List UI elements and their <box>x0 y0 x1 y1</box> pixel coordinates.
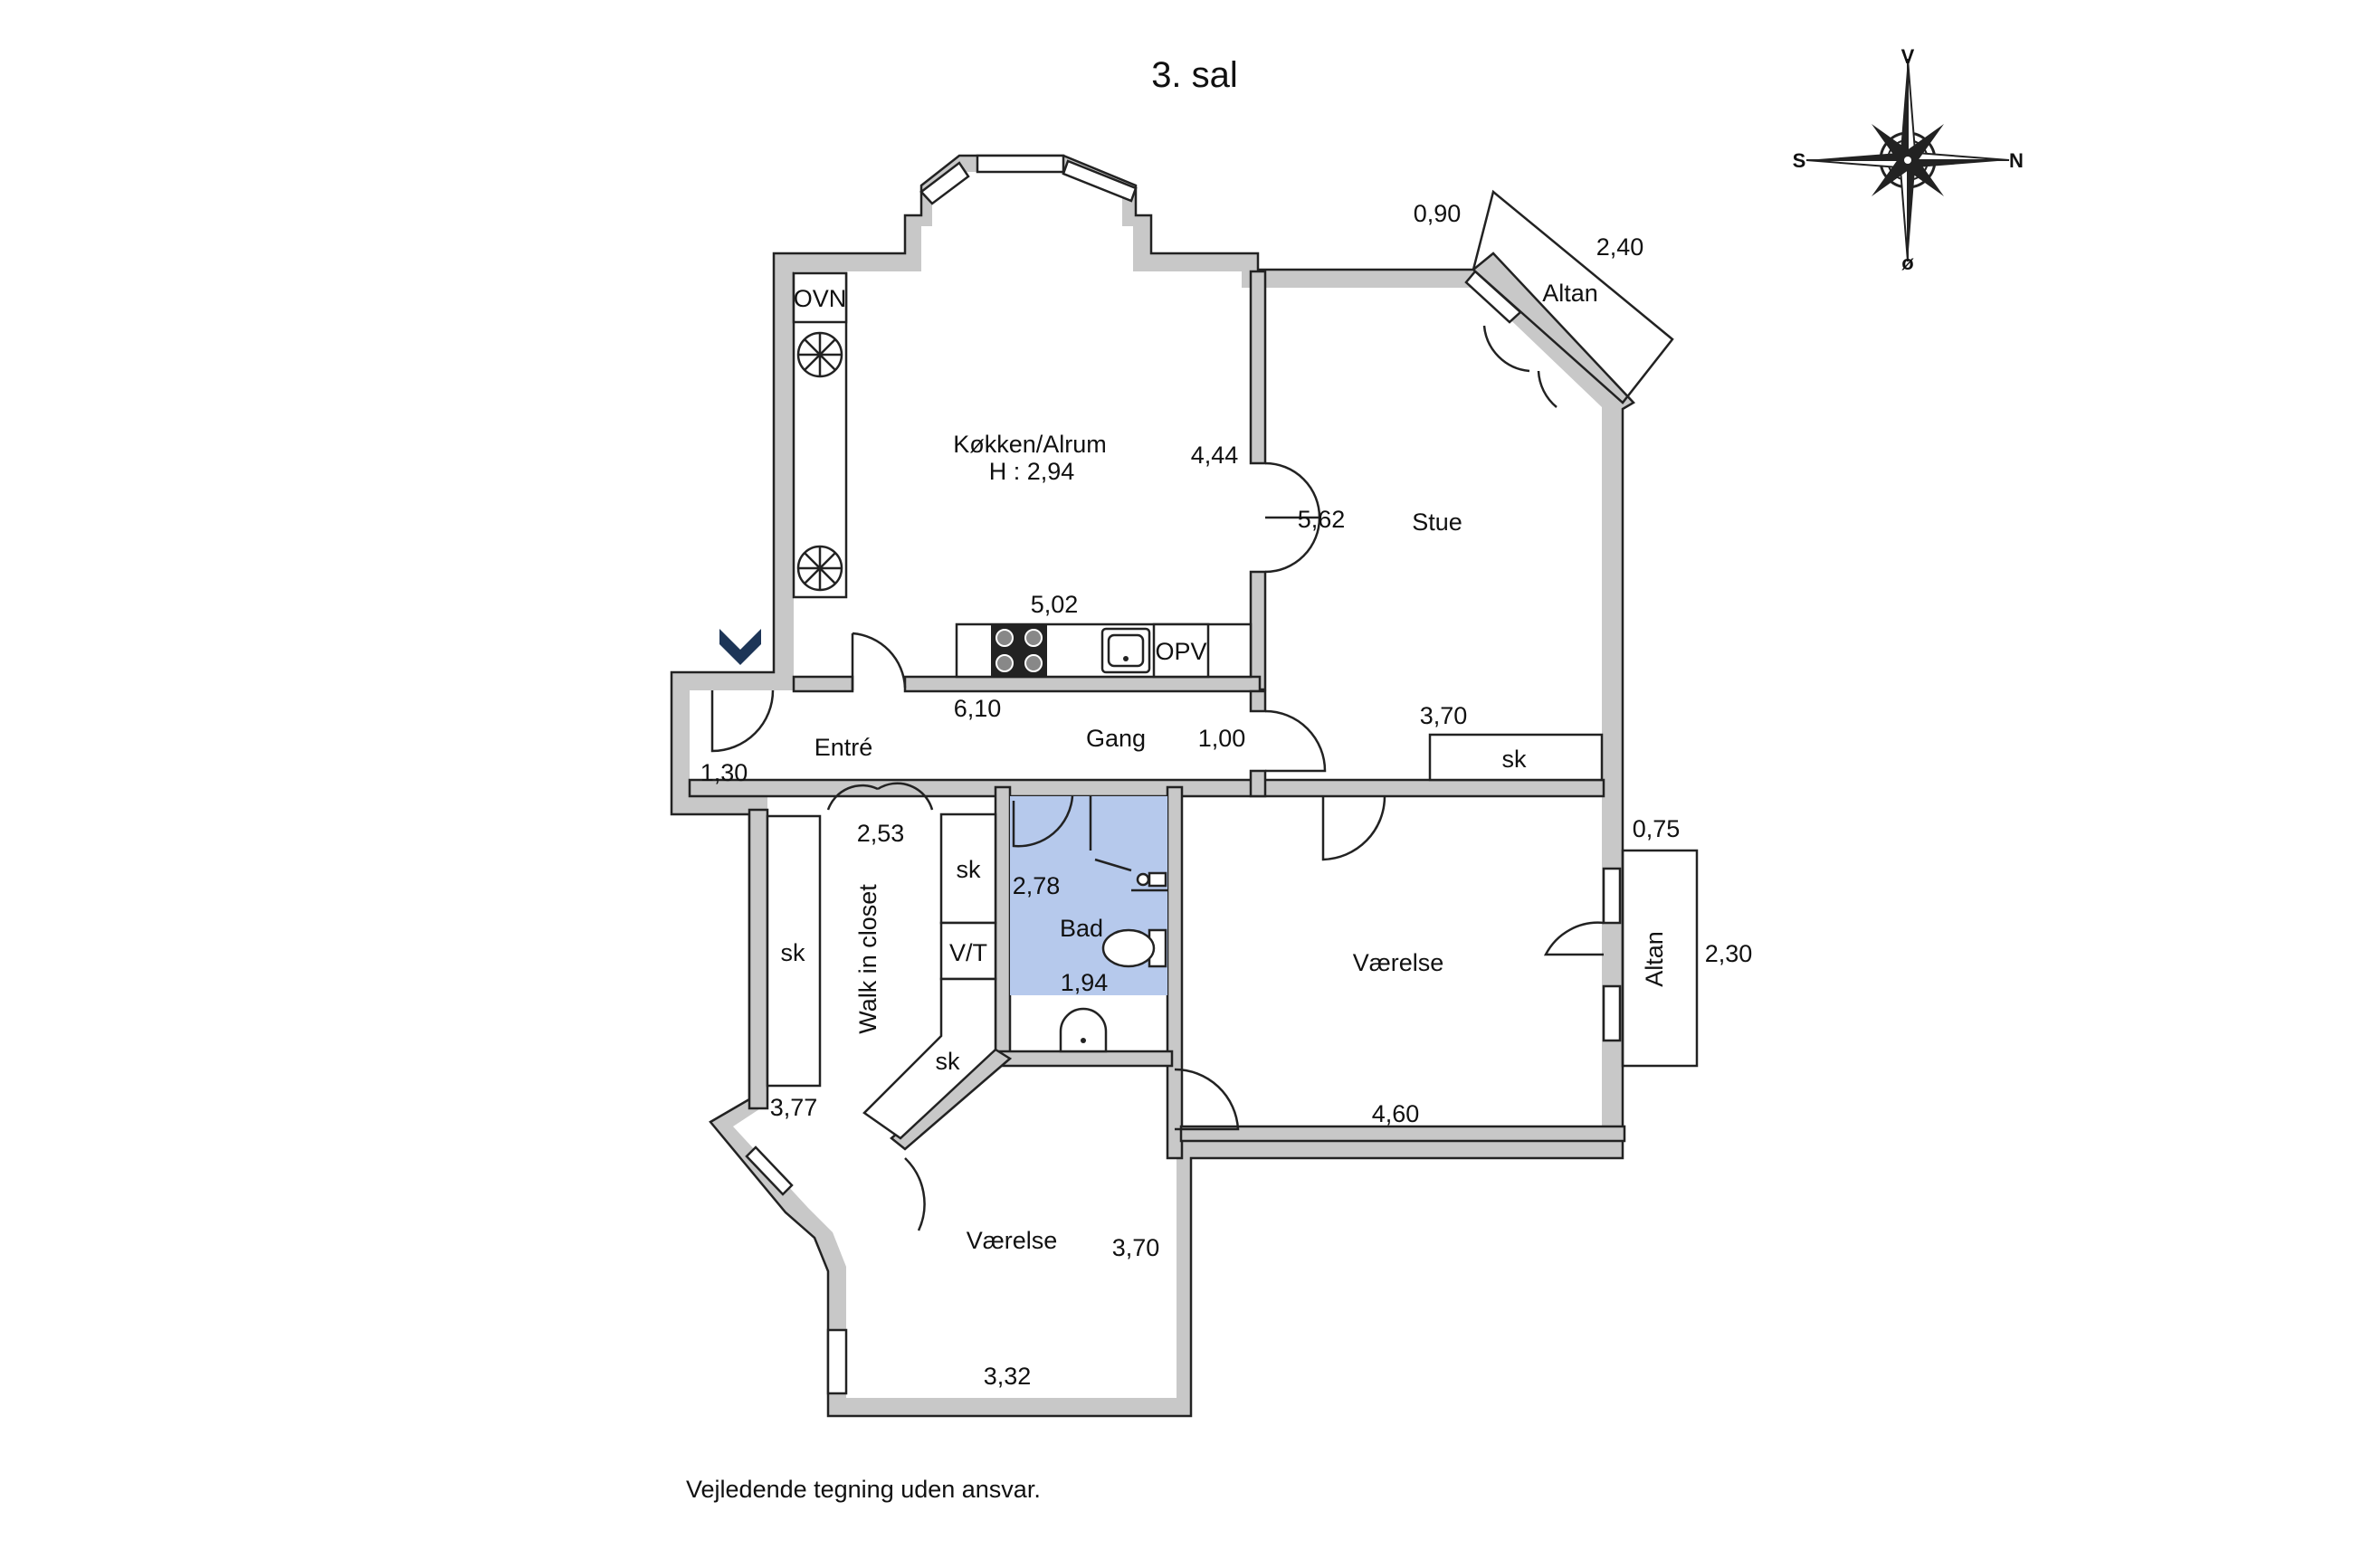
dim-bad-w: 1,94 <box>1061 969 1109 996</box>
dim-bad-h: 2,78 <box>1013 872 1061 899</box>
balconies <box>1472 189 1699 1068</box>
shower-valve-icon <box>1136 871 1167 888</box>
fixture-label-sk-hall: sk <box>957 856 982 883</box>
interior-walls <box>688 270 1626 1160</box>
bathroom-fixtures <box>1059 871 1167 1053</box>
doors <box>710 325 1605 1231</box>
dim-gang-d: 1,00 <box>1198 725 1246 752</box>
fixture-label-opv: OPV <box>1155 638 1206 665</box>
room-label-vaerelse-bottom: Værelse <box>967 1227 1058 1254</box>
dim-gang-w: 6,10 <box>954 695 1002 722</box>
dim-stue-w: 3,70 <box>1420 702 1468 729</box>
dim-vaerelse-bottom-w: 3,32 <box>984 1363 1032 1390</box>
fixture-label-sk-stue: sk <box>1502 746 1528 773</box>
toilet-icon <box>1101 928 1167 968</box>
room-label-altan-right: Altan <box>1641 931 1668 987</box>
dim-vaerelse-bottom-h: 3,70 <box>1112 1234 1160 1261</box>
room-label-vaerelse-right: Værelse <box>1353 949 1444 976</box>
room-label-kitchen: Køkken/Alrum <box>953 431 1107 458</box>
room-label-altan-top: Altan <box>1542 280 1598 307</box>
dim-vaerelse-right-w: 4,60 <box>1372 1100 1420 1127</box>
cooktop-icon <box>991 624 1047 677</box>
dim-altan-right-l: 2,30 <box>1705 940 1753 967</box>
room-label-gang: Gang <box>1086 725 1146 752</box>
fixture-label-ovn: OVN <box>794 285 847 312</box>
dim-closet-w: 2,53 <box>857 820 905 847</box>
page-title: 3. sal <box>1151 55 1238 95</box>
dim-altan-top-w: 0,90 <box>1414 200 1462 227</box>
compass-west-letter: S <box>1793 149 1806 172</box>
washbasin-icon <box>1059 1007 1108 1053</box>
dim-altan-right-w: 0,75 <box>1633 815 1681 842</box>
dim-entre-w: 1,30 <box>700 759 748 786</box>
room-label-walkin: Walk in closet <box>854 884 881 1034</box>
fixture-label-sk-closet-left: sk <box>781 939 806 966</box>
storage-fixtures <box>766 733 1604 1140</box>
compass-north-letter: V <box>1901 45 1915 68</box>
dim-kitchen-w: 5,02 <box>1031 591 1079 618</box>
windows <box>745 154 1622 1395</box>
dim-kitchen-h: 4,44 <box>1191 442 1239 469</box>
room-label-stue: Stue <box>1412 508 1462 536</box>
altan-top-outline <box>1472 189 1674 404</box>
entrance-marker-icon <box>719 629 761 665</box>
dim-stue-h: 5,62 <box>1298 506 1346 533</box>
kitchen-fixtures <box>792 271 1253 679</box>
room-label-entre: Entré <box>814 734 873 761</box>
room-label-bad: Bad <box>1060 915 1103 942</box>
ventilator-icon-2 <box>796 545 843 592</box>
ventilator-icon <box>796 331 843 378</box>
disclaimer-text: Vejledende tegning uden ansvar. <box>686 1476 1041 1503</box>
sink-icon <box>1100 627 1151 674</box>
dim-altan-top-l: 2,40 <box>1596 233 1644 261</box>
dim-closet-h: 3,77 <box>770 1094 818 1121</box>
room-label-kitchen-height: H : 2,94 <box>989 458 1075 485</box>
compass-east-letter: N <box>2009 149 2024 172</box>
altan-right-outline <box>1621 849 1699 1068</box>
compass-rose-icon <box>1805 58 2010 262</box>
fixture-label-sk-closet-bottom: sk <box>936 1048 961 1075</box>
compass-south-letter: ø <box>1901 252 1914 274</box>
fixture-label-vt: V/T <box>949 939 987 966</box>
